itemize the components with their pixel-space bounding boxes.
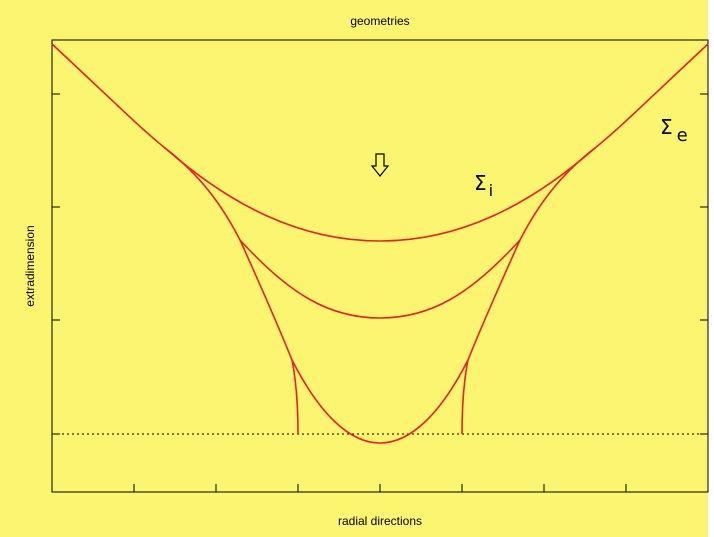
figure-title: geometries: [350, 14, 410, 28]
plot-frame: [51, 39, 709, 493]
outer-envelope-curve: [51, 43, 709, 435]
x-axis-label: radial directions: [337, 514, 423, 528]
down-arrow-icon: [370, 153, 390, 177]
y-axis-ticks-right: [700, 93, 708, 435]
sigma-i-subscript: i: [489, 181, 493, 200]
x-axis-ticks: [133, 484, 627, 492]
sigma-e-symbol: Σ: [660, 115, 673, 139]
sigma-i-symbol: Σ: [474, 171, 487, 195]
middle-geometry-curve: [239, 239, 521, 319]
upper-geometry-curve: [164, 147, 596, 242]
sigma-e-subscript: e: [677, 125, 688, 146]
lower-geometry-curve: [291, 359, 469, 444]
y-axis-ticks: [52, 93, 60, 435]
